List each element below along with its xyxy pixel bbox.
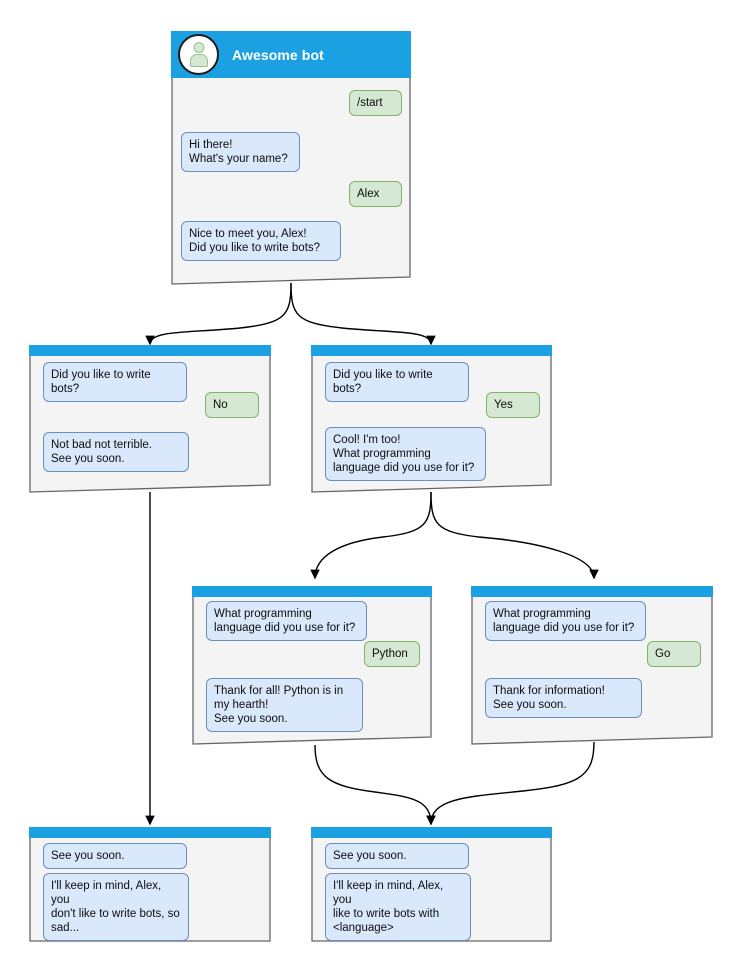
- person-avatar-icon: [178, 34, 219, 75]
- go-branch-card[interactable]: What programming language did you use fo…: [471, 586, 713, 745]
- message-bubble-bot[interactable]: Cool! I'm too! What programming language…: [325, 427, 486, 481]
- edge-python-to-end-happy: [314, 744, 436, 826]
- no-branch-card-header: [29, 345, 271, 356]
- message-bubble-user[interactable]: /start: [349, 90, 402, 116]
- avatar-head: [193, 42, 204, 53]
- no-branch-card[interactable]: Did you like to write bots? No Not bad n…: [29, 345, 271, 493]
- message-bubble-user[interactable]: Go: [647, 641, 701, 667]
- edge-go-to-end-happy: [426, 741, 595, 826]
- message-bubble-bot[interactable]: Nice to meet you, Alex! Did you like to …: [181, 221, 341, 261]
- yes-branch-card[interactable]: Did you like to write bots? Yes Cool! I'…: [311, 345, 552, 493]
- root-card[interactable]: Awesome bot /start Hi there! What's your…: [171, 31, 411, 285]
- edge-root-to-yes: [290, 282, 436, 346]
- end-sad-card[interactable]: See you soon. I'll keep in mind, Alex, y…: [29, 827, 271, 942]
- message-bubble-bot[interactable]: Did you like to write bots?: [43, 362, 187, 402]
- message-bubble-user[interactable]: No: [205, 392, 259, 418]
- end-happy-card-header: [311, 827, 552, 838]
- message-bubble-bot[interactable]: See you soon.: [325, 843, 469, 869]
- edge-yes-to-python: [310, 491, 432, 580]
- message-bubble-user[interactable]: Alex: [349, 181, 402, 207]
- message-bubble-user[interactable]: Python: [364, 641, 420, 667]
- message-bubble-bot[interactable]: Thank for all! Python is in my hearth! S…: [206, 678, 363, 732]
- message-bubble-bot[interactable]: I'll keep in mind, Alex, you don't like …: [43, 873, 189, 941]
- end-sad-card-header: [29, 827, 271, 838]
- edge-yes-to-go: [430, 491, 599, 580]
- message-bubble-bot[interactable]: Did you like to write bots?: [325, 362, 469, 402]
- message-bubble-bot[interactable]: Hi there! What's your name?: [181, 132, 300, 172]
- message-bubble-bot[interactable]: See you soon.: [43, 843, 187, 869]
- message-bubble-bot[interactable]: What programming language did you use fo…: [485, 601, 646, 641]
- yes-branch-card-header: [311, 345, 552, 356]
- edge-root-to-no: [145, 282, 292, 346]
- root-card-header: Awesome bot: [171, 31, 411, 78]
- go-branch-card-header: [471, 586, 713, 597]
- python-branch-card[interactable]: What programming language did you use fo…: [192, 586, 432, 745]
- end-happy-card[interactable]: See you soon. I'll keep in mind, Alex, y…: [311, 827, 552, 942]
- message-bubble-bot[interactable]: I'll keep in mind, Alex, you like to wri…: [325, 873, 471, 941]
- message-bubble-bot[interactable]: Not bad not terrible. See you soon.: [43, 432, 189, 472]
- python-branch-card-header: [192, 586, 432, 597]
- message-bubble-user[interactable]: Yes: [486, 392, 540, 418]
- avatar-body: [189, 54, 208, 67]
- bot-name-label: Awesome bot: [232, 46, 324, 63]
- message-bubble-bot[interactable]: What programming language did you use fo…: [206, 601, 367, 641]
- message-bubble-bot[interactable]: Thank for information! See you soon.: [485, 678, 642, 718]
